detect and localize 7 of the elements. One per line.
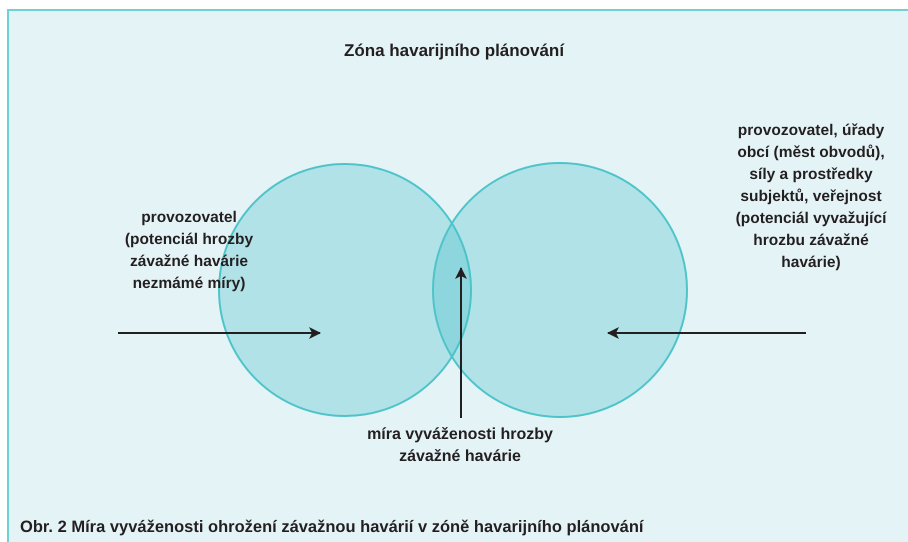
arrow-caption: míra vyváženosti hrozby závažné havárie [366,425,554,467]
arrow [455,267,467,418]
arrow [118,327,321,339]
arrow [607,327,806,339]
side-label: provozovatel, úřady obcí (měst obvodů), síly a prostředky subjektů, veřejnost (potenciál vyvažující hrozbu závažné havárie) [734,121,888,273]
figure-caption: Obr. 2 Míra vyváženosti ohrožení závažnou havárií v zóně havarijního plánování [20,517,644,538]
title: Zóna havarijního plánování [342,40,566,62]
